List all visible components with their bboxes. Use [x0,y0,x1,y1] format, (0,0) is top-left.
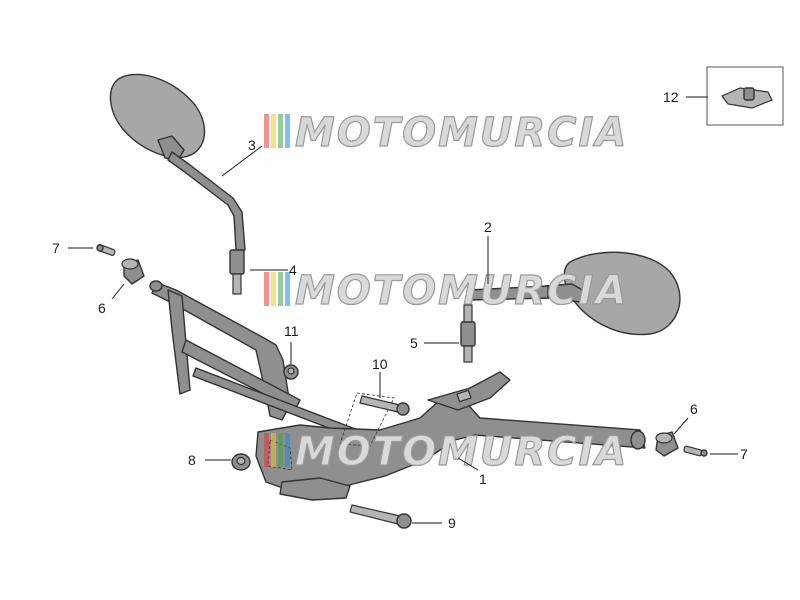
left-mirror [109,73,246,295]
callout-7-right: 7 [740,446,748,462]
callout-5: 5 [410,335,418,351]
watermark-text: MOTOMURCIA [295,268,628,314]
callout-3: 3 [248,137,256,153]
clip-inset-box [706,66,784,126]
callout-9: 9 [448,515,456,531]
bar-end-weight-right [655,431,679,457]
nut-8 [231,453,251,471]
leader-lines [68,96,738,524]
screw-right [683,445,708,457]
callout-1: 1 [479,471,487,487]
watermark-bottom: MOTOMURCIA [264,428,628,476]
bar-end-weight-left [121,258,145,285]
watermark-middle: MOTOMURCIA [264,267,628,315]
watermark-text: MOTOMURCIA [295,110,628,156]
callout-4: 4 [289,262,297,278]
screw-left [96,244,116,256]
callout-2: 2 [484,219,492,235]
right-mirror [469,251,681,336]
callout-12: 12 [663,89,679,105]
watermark-top: MOTOMURCIA [264,109,628,157]
callout-7-left: 7 [52,240,60,256]
callout-6-left: 6 [98,300,106,316]
handlebar-assembly [149,280,646,501]
nut-11 [283,364,299,380]
bolt-9 [349,504,412,529]
mirror-adapter-5 [460,304,476,363]
callout-11: 11 [284,323,299,339]
callout-8: 8 [188,452,196,468]
callout-10: 10 [372,356,388,372]
watermark-text: MOTOMURCIA [295,429,628,475]
bolt-10 [359,395,410,416]
callout-numbers: 3 2 4 5 6 6 7 7 8 9 10 11 1 12 [52,89,748,531]
callout-6-right: 6 [690,401,698,417]
